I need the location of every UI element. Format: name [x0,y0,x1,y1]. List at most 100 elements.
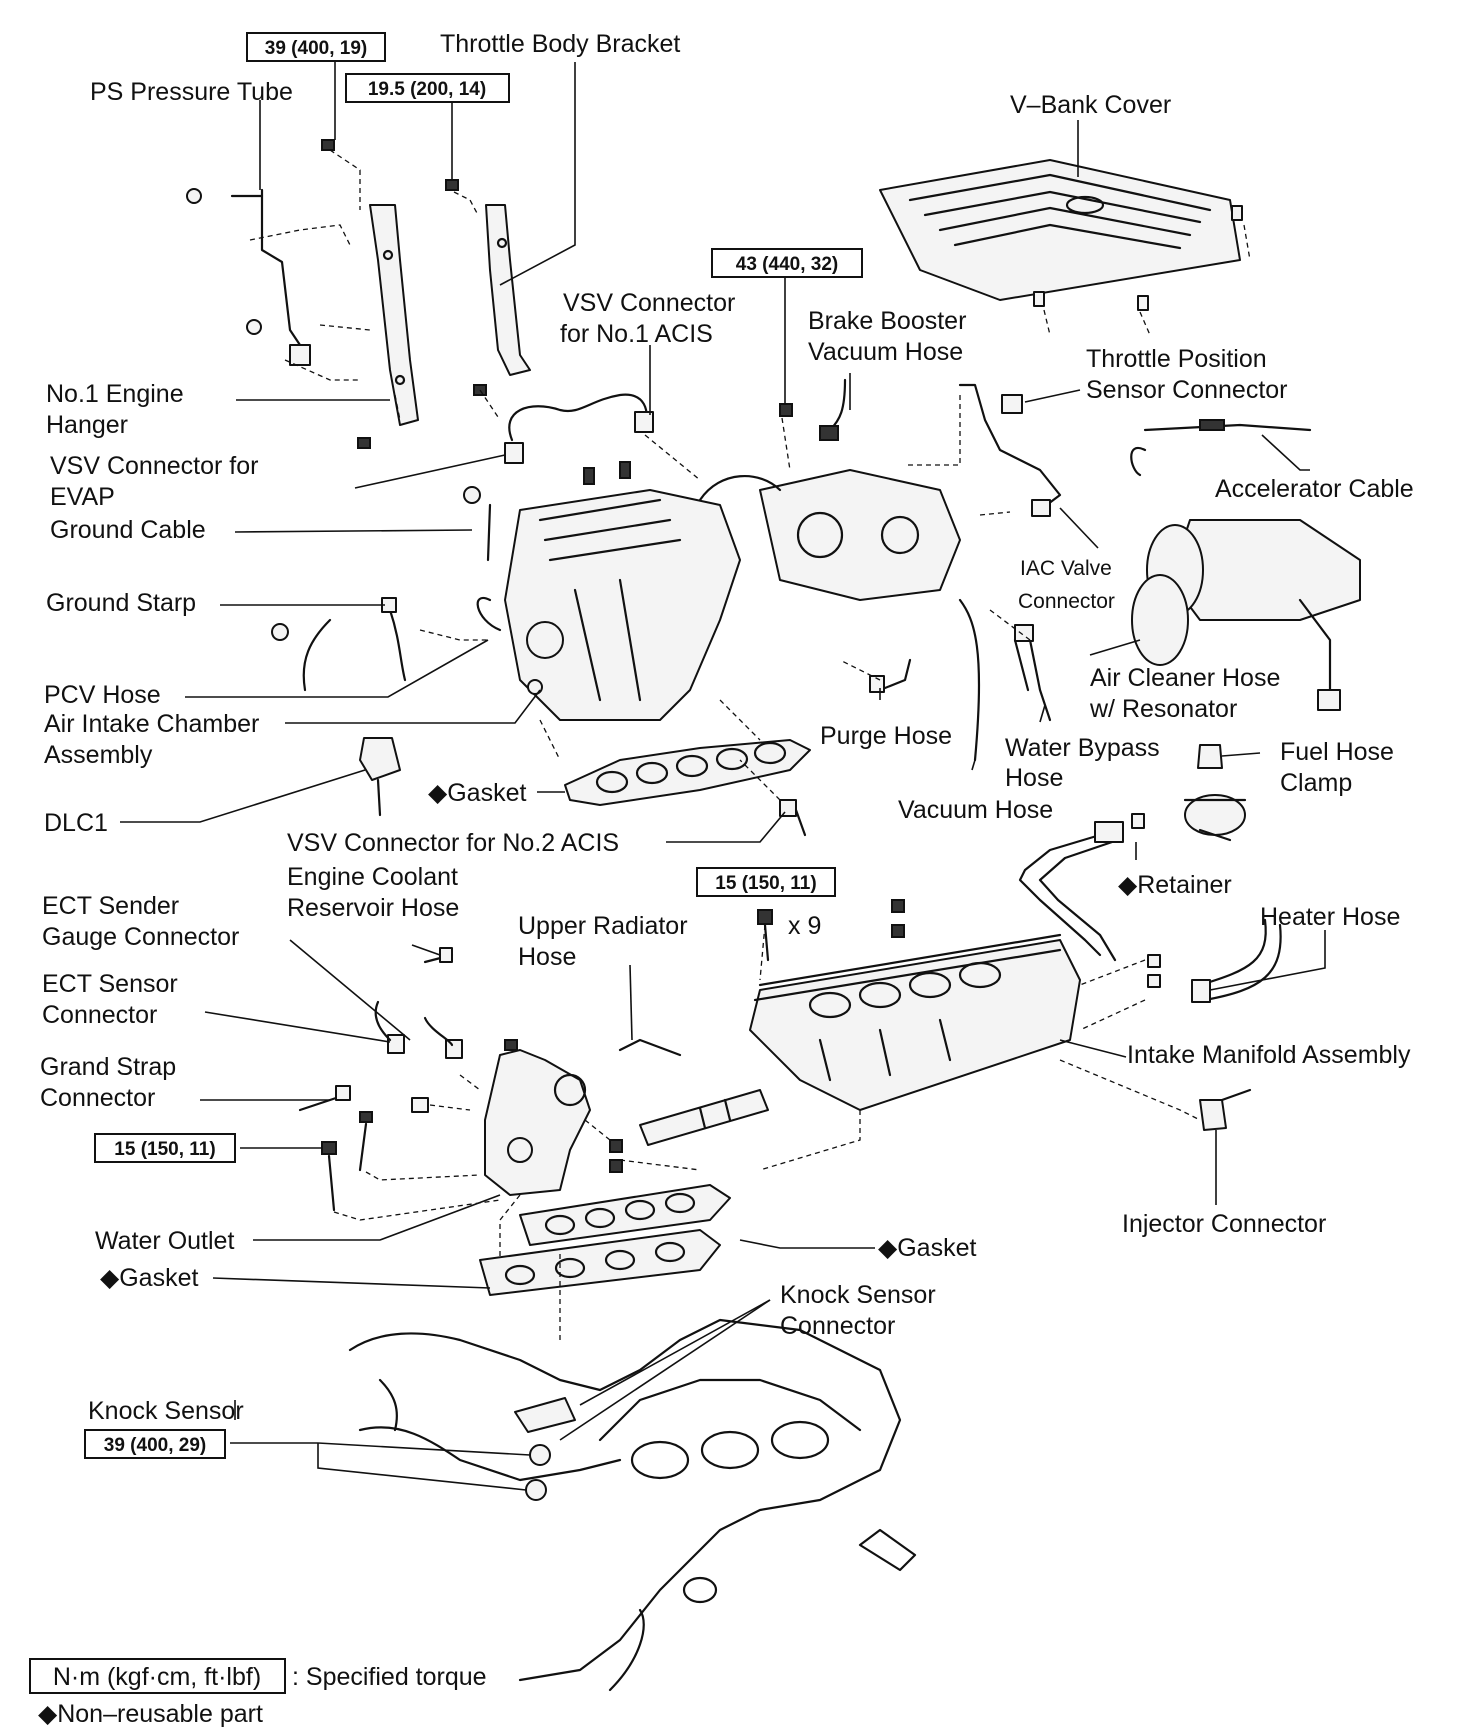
label-gasket-left: ◆Gasket [100,1264,198,1292]
ground-cable-part [463,461,631,562]
label-injector-connector: Injector Connector [1122,1210,1326,1238]
label-knock-conn-line1: Knock Sensor [780,1281,936,1309]
throttle-body-part [698,469,961,601]
torque-box-6: 39 (400, 29) [84,1429,226,1459]
fuel-hose-clamp-part [1183,744,1247,842]
label-tps-line2: Sensor Connector [1086,376,1288,404]
label-fuel-clamp-line2: Clamp [1280,769,1352,797]
torque-box-1: 39 (400, 19) [246,32,386,62]
heater-hose-part [1147,918,1282,1003]
vsv-no2-connector-part [779,799,807,837]
bolt-19-5-part [445,179,459,191]
label-water-outlet: Water Outlet [95,1227,234,1255]
label-heater-hose: Heater Hose [1260,903,1400,931]
ps-pressure-tube-part [186,188,311,366]
label-tps-line1: Throttle Position [1086,345,1267,373]
legend: N·m (kgf·cm, ft·lbf) : Specified torque … [29,1658,487,1728]
label-coolant-line1: Engine Coolant [287,863,458,891]
torque-value: 19.5 (200, 14) [368,79,486,100]
label-vsv-no2: VSV Connector for No.2 ACIS [287,829,619,857]
label-ect-sender-line2: Gauge Connector [42,923,239,951]
vsv-wires-part [504,393,654,464]
torque-value: 43 (440, 32) [736,254,838,275]
label-intake-manifold: Intake Manifold Assembly [1127,1041,1411,1069]
label-knock-conn-line2: Connector [780,1312,895,1340]
label-x9: x 9 [788,912,821,940]
label-vsv-no1-line2: for No.1 ACIS [560,320,713,348]
purge-hose-part [869,658,912,693]
label-ground-starp: Ground Starp [46,589,196,617]
label-ect-sensor-line1: ECT Sensor [42,970,178,998]
label-gasket-upper: ◆Gasket [428,779,526,807]
ground-strap-part [271,597,407,692]
water-outlet-part [484,1039,591,1196]
injector-connector-part [1199,1088,1252,1131]
v-bank-cover-part [879,159,1243,311]
torque-box-2: 19.5 (200, 14) [345,73,510,103]
dlc1-part [359,737,401,817]
water-bypass-hose-part [1013,624,1052,722]
label-ect-sensor-line2: Connector [42,1001,157,1029]
tps-connector-part [958,383,1062,517]
label-iac-line2: Connector [1018,590,1115,613]
label-retainer: ◆Retainer [1118,871,1232,899]
torque-value: 39 (400, 29) [104,1435,206,1456]
throttle-body-bracket-part [473,204,531,396]
label-dlc1: DLC1 [44,809,108,837]
pcv-hose-part [476,596,543,695]
label-engine-hanger-line2: Hanger [46,411,128,439]
label-ps-pressure-tube: PS Pressure Tube [90,78,293,106]
label-vsv-no1-line1: VSV Connector [563,289,735,317]
label-brake-booster-line1: Brake Booster [808,307,966,335]
manifold-bolt-part [757,909,773,962]
label-water-bypass-line2: Hose [1005,764,1063,792]
upper-radiator-hose-part [609,1038,769,1173]
label-vsv-evap-line2: EVAP [50,483,115,511]
engine-block-part [348,1318,917,1692]
leader-lines [120,62,1326,1491]
torque-box-3: 43 (440, 32) [711,248,863,278]
torque-value: 39 (400, 19) [265,38,367,59]
label-iac-line1: IAC Valve [1020,557,1112,580]
upper-gasket-part [564,739,811,806]
knock-sensor-part [514,1397,576,1501]
label-brake-booster-line2: Vacuum Hose [808,338,963,366]
grand-strap-connector-part [298,1085,429,1172]
label-coolant-line2: Reservoir Hose [287,894,459,922]
bolt-39-part [321,139,335,151]
label-pcv-hose: PCV Hose [44,681,161,709]
label-knock-sensor: Knock Sensor [88,1397,244,1425]
air-intake-chamber-part [504,489,741,721]
legend-unit-desc: : Specified torque [292,1663,487,1691]
vacuum-hose-part [958,598,981,762]
label-air-intake-line1: Air Intake Chamber [44,710,259,738]
engine-hanger-part [357,204,419,449]
label-gasket-right: ◆Gasket [878,1234,976,1262]
intake-manifold-part [749,899,1081,1111]
label-purge-hose: Purge Hose [820,722,952,750]
label-upper-rad-line2: Hose [518,943,576,971]
label-accelerator-cable: Accelerator Cable [1215,475,1414,503]
label-engine-hanger-line1: No.1 Engine [46,380,184,408]
torque-value: 15 (150, 11) [114,1139,215,1160]
label-vacuum-hose: Vacuum Hose [898,796,1053,824]
injector-harness-part [1018,813,1145,962]
label-fuel-clamp-line1: Fuel Hose [1280,738,1394,766]
brake-booster-hose-part [779,378,847,441]
label-air-intake-line2: Assembly [44,741,153,769]
torque-value: 15 (150, 11) [715,873,816,894]
label-v-bank-cover: V–Bank Cover [1010,91,1171,119]
label-vsv-evap-line1: VSV Connector for [50,452,258,480]
torque-box-5: 15 (150, 11) [94,1133,236,1163]
ect-connectors-part [374,1000,463,1059]
air-cleaner-hose-part [1131,519,1361,711]
legend-unit-box: N·m (kgf·cm, ft·lbf) [53,1663,261,1691]
label-water-bypass-line1: Water Bypass [1005,734,1160,762]
label-air-cleaner-line1: Air Cleaner Hose [1090,664,1280,692]
label-upper-rad-line1: Upper Radiator [518,912,688,940]
assembly-lines [249,149,1251,1340]
label-ground-cable: Ground Cable [50,516,206,544]
bolt-15-left-part [321,1141,337,1212]
lower-gasket-right-part [519,1184,731,1246]
